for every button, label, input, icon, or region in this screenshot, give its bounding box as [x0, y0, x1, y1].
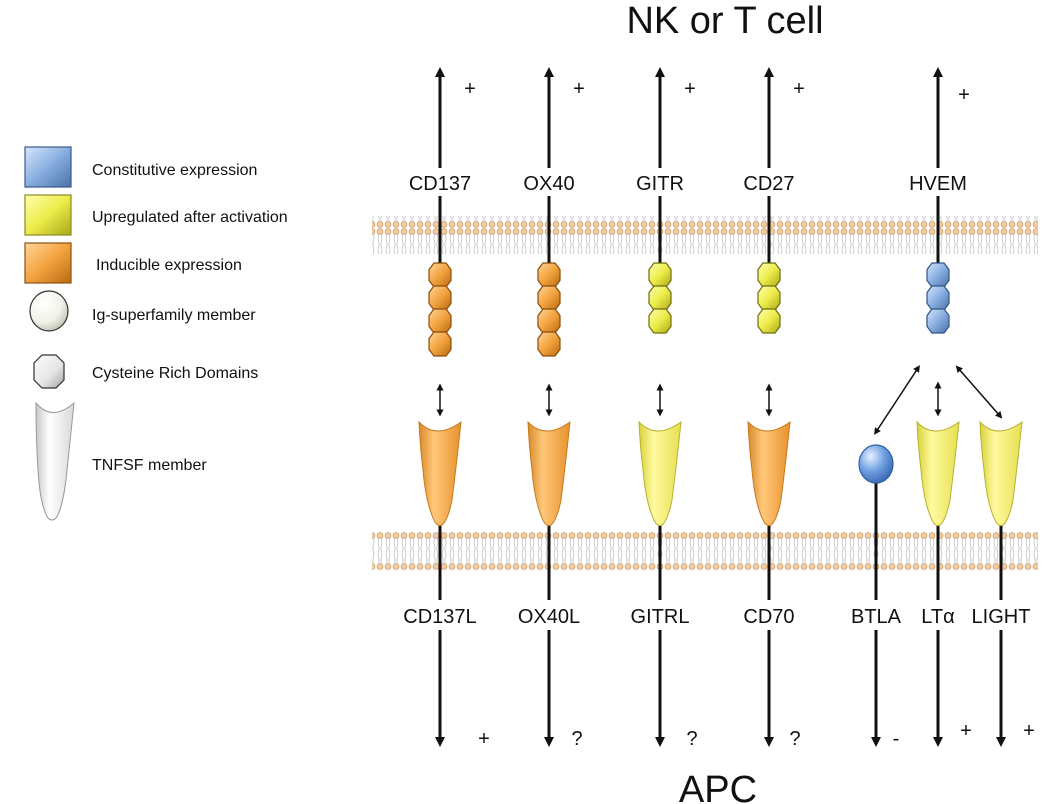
label-background [842, 600, 910, 630]
ig-superfamily-shape [858, 444, 894, 484]
blue-square-icon [24, 146, 72, 188]
label-background [967, 600, 1035, 630]
cysteine-rich-domain [537, 262, 561, 288]
receptor-sign: + [958, 84, 970, 106]
cysteine-rich-domain [428, 262, 452, 288]
receptor-label: CD137 [409, 173, 471, 195]
ligand-cd70: CD70? [735, 420, 803, 750]
label-background [735, 600, 803, 630]
ligand-cd137l: CD137L + [396, 420, 490, 750]
receptor-label: GITR [636, 173, 684, 195]
legend-label-constitutive: Constitutive expression [92, 162, 257, 179]
receptor-ox40: OX40 + [509, 67, 589, 417]
receptor-sign: + [684, 78, 696, 100]
label-background [396, 600, 484, 630]
label-background [509, 168, 589, 196]
cysteine-rich-domain [757, 285, 781, 311]
hvem-btla-arrow [874, 365, 920, 435]
ligand-label: GITRL [631, 606, 690, 628]
cysteine-rich-domain [926, 308, 950, 334]
cysteine-rich-domain [757, 308, 781, 334]
ligand-label: CD137L [403, 606, 476, 628]
cysteine-rich-domain [757, 262, 781, 288]
label-background [904, 600, 972, 630]
legend-label-crd: Cysteine Rich Domains [92, 365, 258, 382]
tnfsf-member-shape [916, 420, 960, 527]
yellow-square-icon [24, 194, 72, 236]
ligand-sign: ? [789, 728, 800, 750]
oval-icon [29, 290, 69, 332]
legend-label-inducible: Inducible expression [96, 257, 242, 274]
upper-membrane [372, 216, 1038, 254]
ligand-ox40l: OX40L? [515, 420, 583, 750]
cysteine-rich-domain [648, 308, 672, 334]
tnfsf-member-shape [747, 420, 791, 527]
ligand-label: BTLA [851, 606, 902, 628]
hvem-light-arrow [955, 365, 1003, 419]
receptor-sign: + [464, 78, 476, 100]
receptor-label: OX40 [523, 173, 574, 195]
title-top: NK or T cell [626, 0, 823, 42]
ligand-sign: + [1023, 720, 1035, 742]
ligand-group: CD137L+OX40L?GITRL?CD70?BTLA-LTα+LIGHT+ [396, 420, 1035, 750]
receptor-sign: + [793, 78, 805, 100]
receptor-label: HVEM [909, 173, 967, 195]
orange-square-icon [24, 242, 72, 284]
legend-label-tnfsf: TNFSF member [92, 457, 207, 474]
label-background [515, 600, 583, 630]
cysteine-rich-domain [537, 308, 561, 334]
ligand-gitrl: GITRL? [626, 420, 698, 750]
ligand-label: LIGHT [972, 606, 1031, 628]
cysteine-rich-domain [537, 331, 561, 357]
cysteine-rich-domain [926, 285, 950, 311]
ligand-light: LIGHT + [967, 420, 1035, 747]
ligand-btla: BTLA - [842, 444, 910, 750]
cysteine-rich-domain [648, 285, 672, 311]
tnfsf-member-shape [638, 420, 682, 527]
receptor-sign: + [573, 78, 585, 100]
title-bottom: APC [679, 769, 757, 804]
cysteine-rich-domain [537, 285, 561, 311]
ligand-lt: LTα + [904, 420, 972, 747]
lower-membrane [372, 532, 1038, 570]
cysteine-rich-domain [648, 262, 672, 288]
tnfsf-member-shape [527, 420, 571, 527]
cysteine-rich-domain [926, 262, 950, 288]
receptor-gitr: GITR + [620, 67, 700, 417]
octagon-icon [33, 354, 65, 389]
label-background [729, 168, 809, 196]
cysteine-rich-domain [428, 285, 452, 311]
receptor-label: CD27 [743, 173, 794, 195]
receptor-hvem: HVEM + [898, 67, 978, 334]
tnfsf-member-shape [418, 420, 462, 527]
tnfsf-member-shape [979, 420, 1023, 527]
cysteine-rich-domain [428, 331, 452, 357]
label-background [620, 168, 700, 196]
ligand-sign: ? [571, 728, 582, 750]
ligand-label: LTα [921, 606, 954, 628]
hvem-interaction-arrows [874, 365, 1003, 435]
receptor-group: CD137 + OX40 + GITR + CD27 + HVEM + [400, 67, 978, 417]
receptor-cd27: CD27 + [729, 67, 809, 417]
ligand-label: CD70 [743, 606, 794, 628]
receptor-cd137: CD137 + [400, 67, 480, 417]
cysteine-rich-domain [428, 308, 452, 334]
ligand-sign: ? [686, 728, 697, 750]
legend: Constitutive expression Upregulated afte… [24, 146, 288, 521]
ligand-label: OX40L [518, 606, 580, 628]
label-background [898, 168, 978, 196]
ligand-sign: + [478, 728, 490, 750]
legend-label-ig: Ig-superfamily member [92, 307, 256, 324]
ligand-sign: + [960, 720, 972, 742]
label-background [626, 600, 694, 630]
label-background [400, 168, 480, 196]
ligand-sign: - [893, 728, 900, 750]
legend-label-upregulated: Upregulated after activation [92, 209, 288, 226]
tnfsf-shape-icon [35, 401, 75, 521]
